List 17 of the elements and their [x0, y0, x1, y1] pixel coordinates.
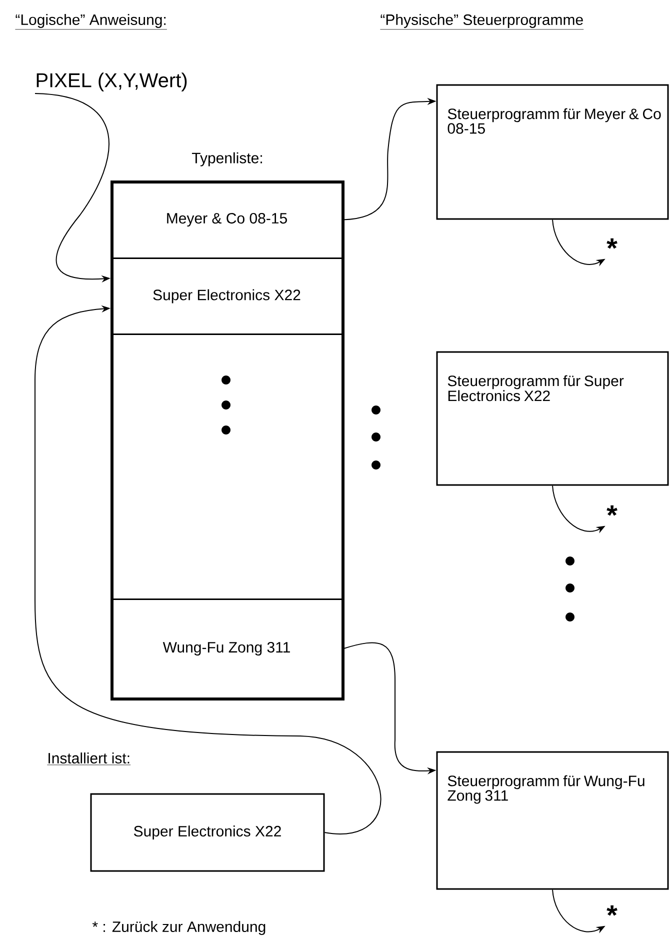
heading: “Physische” Steuerprogramme — [380, 14, 584, 30]
node-label: Installiert ist: — [48, 752, 130, 764]
asterisk: * — [606, 905, 618, 916]
arrow — [34, 305, 382, 834]
program-box: Steuerprogramm für Wung-Fu Zong 311 — [436, 751, 669, 890]
table-row: Super Electronics X22 — [110, 258, 343, 335]
heading: “Logische” Anweisung: — [15, 14, 168, 30]
installed-box: Super Electronics X22 Installiert ist: — [47, 752, 325, 872]
instruction-text: PIXEL (X,Y,Wert) — [36, 72, 187, 92]
footnote: * : Zurück zur Anwendung — [92, 921, 266, 935]
program-box: Steuerprogramm für Super Electronics X22 — [436, 351, 669, 486]
asterisk: * — [606, 238, 618, 249]
asterisk: * — [606, 505, 618, 516]
table-row: Wung-Fu Zong 311 — [110, 598, 343, 699]
table-row: Meyer & Co 08-15 — [110, 180, 343, 259]
program-box: Steuerprogramm für Meyer & Co 08-15 — [436, 84, 669, 220]
node-label: Typenliste: — [192, 152, 262, 166]
